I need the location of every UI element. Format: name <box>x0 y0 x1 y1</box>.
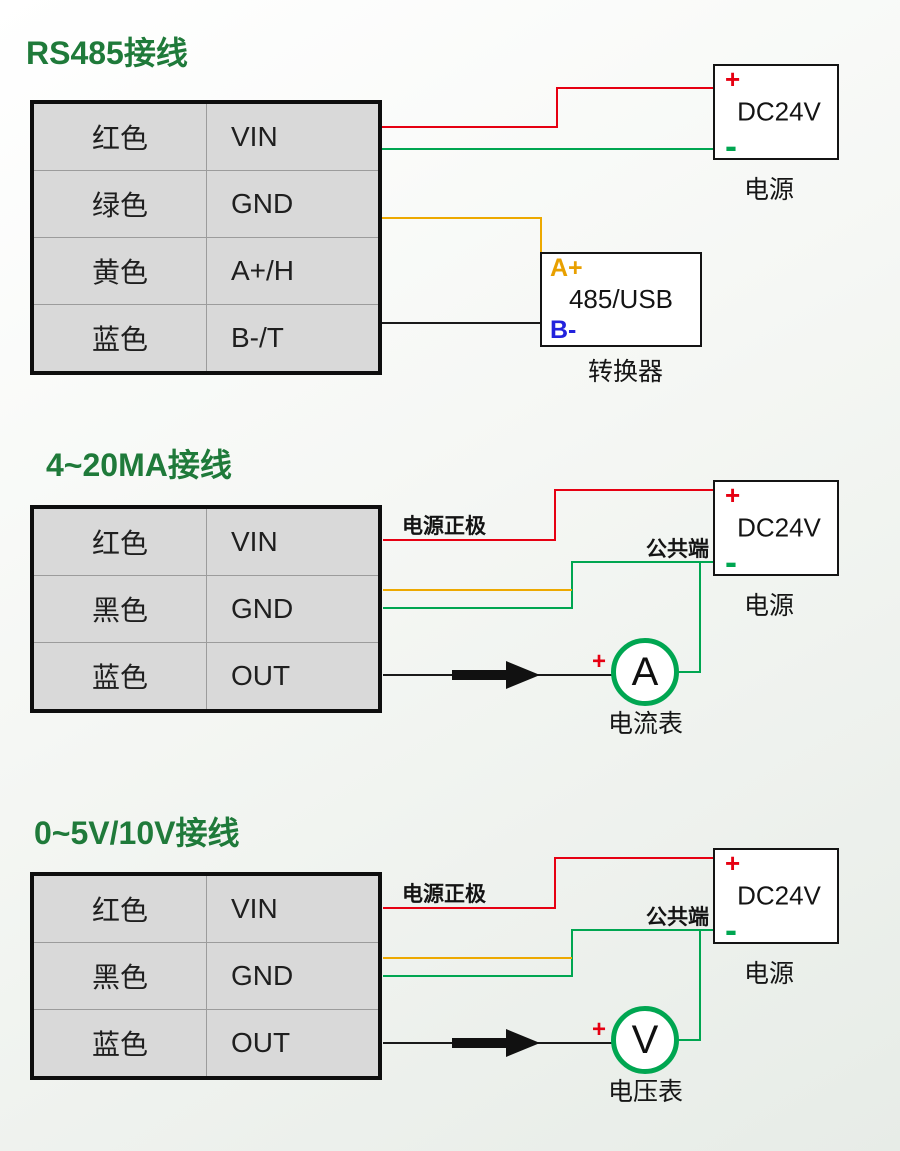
wire-color-cell: 绿色 <box>34 171 207 237</box>
power-caption: 电源 <box>744 592 795 620</box>
ma-vin-wire-red <box>383 489 715 541</box>
converter-box: A+ 485/USB B- <box>540 252 702 347</box>
signal-cell: VIN <box>231 893 278 924</box>
meter-plus-terminal: + <box>592 648 607 675</box>
wire-color-cell: 蓝色 <box>34 643 207 709</box>
power-caption: 电源 <box>744 960 795 988</box>
power-positive-label: 电源正极 <box>402 515 486 538</box>
volt-common-wire-green <box>383 929 715 977</box>
volt-wiring-table: 红色 VIN 黑色 GND 蓝色 OUT <box>30 872 382 1080</box>
signal-cell: B-/T <box>231 322 284 353</box>
signal-cell: OUT <box>231 660 291 691</box>
table-row: 红色 VIN <box>34 509 378 575</box>
power-name: DC24V <box>737 512 821 543</box>
rs485-vin-wire-red <box>380 87 715 128</box>
power-name: DC24V <box>737 880 821 911</box>
volt-vin-wire-red <box>383 857 715 909</box>
wire-color-cell: 红色 <box>34 876 207 942</box>
ma-wiring-table: 红色 VIN 黑色 GND 蓝色 OUT <box>30 505 382 713</box>
table-row: 黑色 GND <box>34 575 378 642</box>
power-name: DC24V <box>737 96 821 127</box>
volt-meter-wire-green <box>676 930 701 1041</box>
wire-color-cell: 蓝色 <box>34 305 207 371</box>
minus-terminal: - <box>725 909 737 950</box>
common-terminal-label: 公共端 <box>646 906 709 929</box>
table-row: 黑色 GND <box>34 942 378 1009</box>
ma-meter-wire-green <box>676 562 701 673</box>
ammeter-icon: A <box>611 638 679 706</box>
common-terminal-label: 公共端 <box>646 538 709 561</box>
b-minus-terminal: B- <box>550 316 577 344</box>
section-title-0-5v-10v: 0~5V/10V接线 <box>34 815 240 851</box>
wire-color-cell: 黄色 <box>34 238 207 304</box>
plus-terminal: + <box>725 480 741 510</box>
signal-cell: GND <box>231 188 294 219</box>
ma-common-wire-green <box>383 561 715 609</box>
minus-terminal: - <box>725 125 737 166</box>
table-row: 黄色 A+/H <box>34 237 378 304</box>
table-row: 红色 VIN <box>34 876 378 942</box>
plus-terminal: + <box>725 64 741 94</box>
section-title-4-20ma: 4~20MA接线 <box>46 447 232 483</box>
table-row: 蓝色 OUT <box>34 642 378 709</box>
signal-cell: GND <box>231 960 294 991</box>
power-caption: 电源 <box>744 176 795 204</box>
table-row: 红色 VIN <box>34 104 378 170</box>
wire-color-cell: 黑色 <box>34 943 207 1009</box>
plus-terminal: + <box>725 848 741 878</box>
table-row: 绿色 GND <box>34 170 378 237</box>
signal-cell: VIN <box>231 526 278 557</box>
signal-cell: VIN <box>231 121 278 152</box>
ma-flow-arrow-icon <box>452 661 540 689</box>
power-positive-label: 电源正极 <box>402 883 486 906</box>
wire-color-cell: 红色 <box>34 509 207 575</box>
meter-plus-terminal: + <box>592 1016 607 1043</box>
wire-color-cell: 红色 <box>34 104 207 170</box>
section-title-rs485: RS485接线 <box>26 35 188 71</box>
voltmeter-caption: 电压表 <box>608 1078 684 1106</box>
signal-cell: GND <box>231 593 294 624</box>
rs485-wiring-table: 红色 VIN 绿色 GND 黄色 A+/H 蓝色 B-/T <box>30 100 382 375</box>
wire-color-cell: 蓝色 <box>34 1010 207 1076</box>
wire-color-cell: 黑色 <box>34 576 207 642</box>
voltmeter-icon: V <box>611 1006 679 1074</box>
converter-name: 485/USB <box>568 283 674 314</box>
signal-cell: OUT <box>231 1027 291 1058</box>
rs485-a-wire-yellow <box>380 217 542 252</box>
ammeter-caption: 电流表 <box>608 710 684 738</box>
table-row: 蓝色 B-/T <box>34 304 378 371</box>
power-supply-box: + DC24V - <box>713 64 839 164</box>
power-supply-box: + DC24V - <box>713 480 839 580</box>
table-row: 蓝色 OUT <box>34 1009 378 1076</box>
signal-cell: A+/H <box>231 255 295 286</box>
volt-flow-arrow-icon <box>452 1029 540 1057</box>
power-supply-box: + DC24V - <box>713 848 839 948</box>
minus-terminal: - <box>725 541 737 582</box>
a-plus-terminal: A+ <box>550 254 583 282</box>
converter-caption: 转换器 <box>588 358 664 386</box>
